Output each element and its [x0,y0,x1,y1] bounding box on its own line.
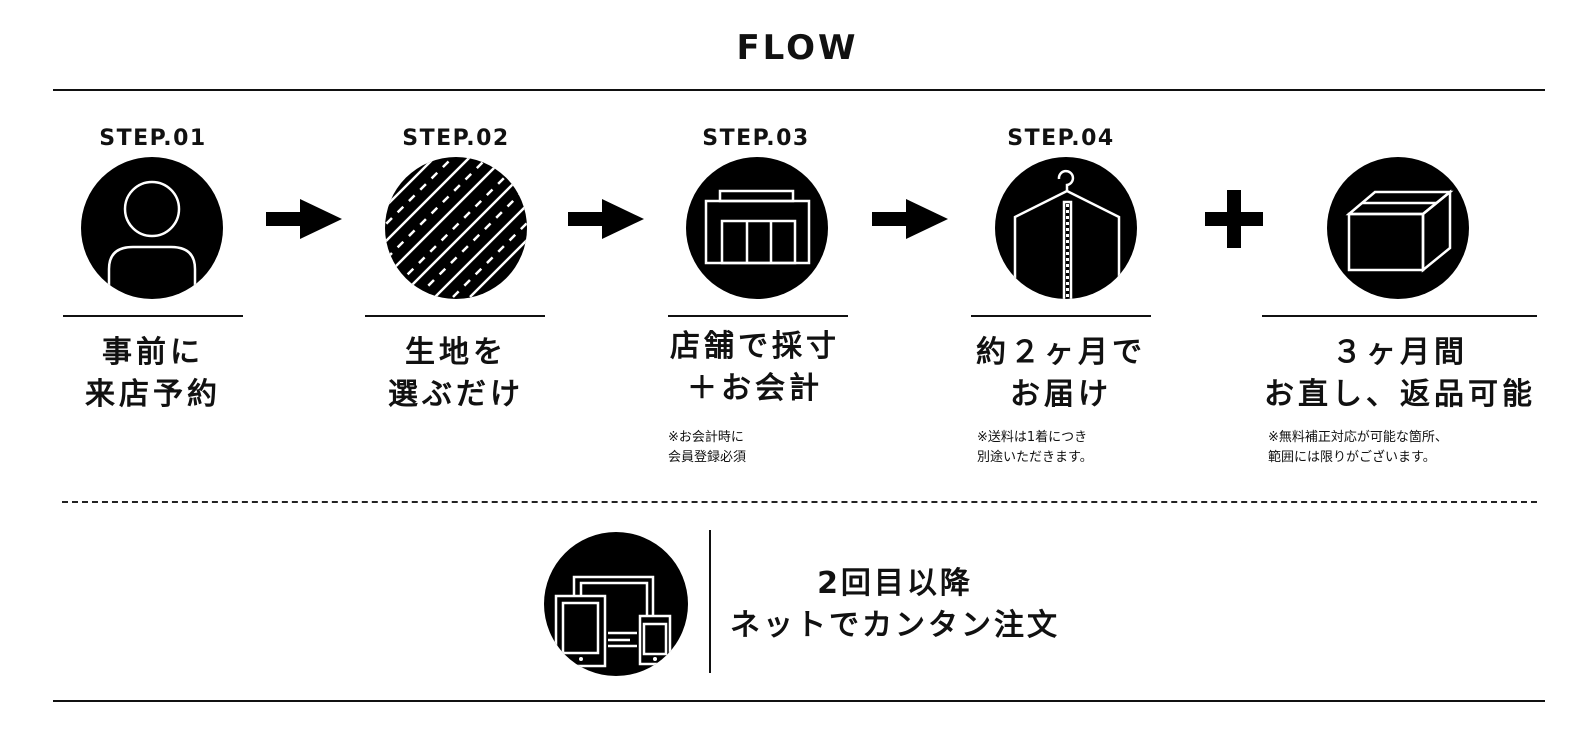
step-05-heading-line2: お直し、返品可能 [1264,377,1536,412]
flow-title: FLOW [736,28,859,68]
step-01-heading: 事前に 来店予約 [53,332,253,416]
step-05-note-line2: 範囲には限りがございます。 [1268,450,1436,465]
repeat-line1: 2回目以降 [817,566,973,601]
bottom-divider [53,700,1545,702]
step-05-note: ※無料補正対応が可能な箇所、 範囲には限りがございます。 [1268,428,1448,468]
person-icon [81,157,223,299]
step-05-note-line1: ※無料補正対応が可能な箇所、 [1268,430,1448,445]
step-03-underline [668,315,848,317]
box-icon [1327,157,1469,299]
store-icon [686,157,828,299]
step-03-note-line1: ※お会計時に [668,430,744,445]
step-03-heading: 店舗で採寸 ＋お会計 [640,326,870,410]
top-divider [53,89,1545,91]
step-02-heading: 生地を 選ぶだけ [356,332,556,416]
repeat-line2: ネットでカンタン注文 [730,608,1060,643]
plus-icon [1205,190,1263,248]
step-02-heading-line2: 選ぶだけ [388,377,524,412]
step-04-note-line1: ※送料は1着につき [977,430,1088,445]
step-02-label: STEP.02 [402,126,510,151]
step-01-heading-line2: 来店予約 [85,377,221,412]
step-04-heading: 約２ヶ月で お届け [951,332,1171,416]
repeat-divider [709,530,711,673]
step-04-label: STEP.04 [1007,126,1115,151]
devices-icon [544,532,688,676]
step-02-underline [365,315,545,317]
arrow-right-icon [266,199,342,239]
fabric-icon [385,157,527,299]
dashed-divider [62,501,1537,503]
step-01-underline [63,315,243,317]
step-05-heading-line1: ３ヶ月間 [1332,335,1468,370]
step-03-note-line2: 会員登録必須 [668,450,747,465]
step-04-note-line2: 別途いただきます。 [977,450,1093,465]
repeat-order-text: 2回目以降 ネットでカンタン注文 [730,563,1060,647]
step-03-heading-line1: 店舗で採寸 [670,329,840,364]
step-04-heading-line2: お届け [1010,377,1112,412]
garment-bag-icon [995,157,1137,299]
step-05-heading: ３ヶ月間 お直し、返品可能 [1250,332,1550,416]
step-04-note: ※送料は1着につき 別途いただきます。 [977,428,1093,468]
step-05-underline [1262,315,1537,317]
step-04-underline [971,315,1151,317]
step-03-label: STEP.03 [702,126,810,151]
step-03-note: ※お会計時に 会員登録必須 [668,428,746,468]
arrow-right-icon [568,199,644,239]
arrow-right-icon [872,199,948,239]
step-01-label: STEP.01 [99,126,207,151]
step-03-heading-line2: ＋お会計 [687,371,823,406]
step-02-heading-line1: 生地を [405,335,507,370]
step-01-heading-line1: 事前に [102,335,204,370]
step-04-heading-line1: 約２ヶ月で [976,335,1146,370]
